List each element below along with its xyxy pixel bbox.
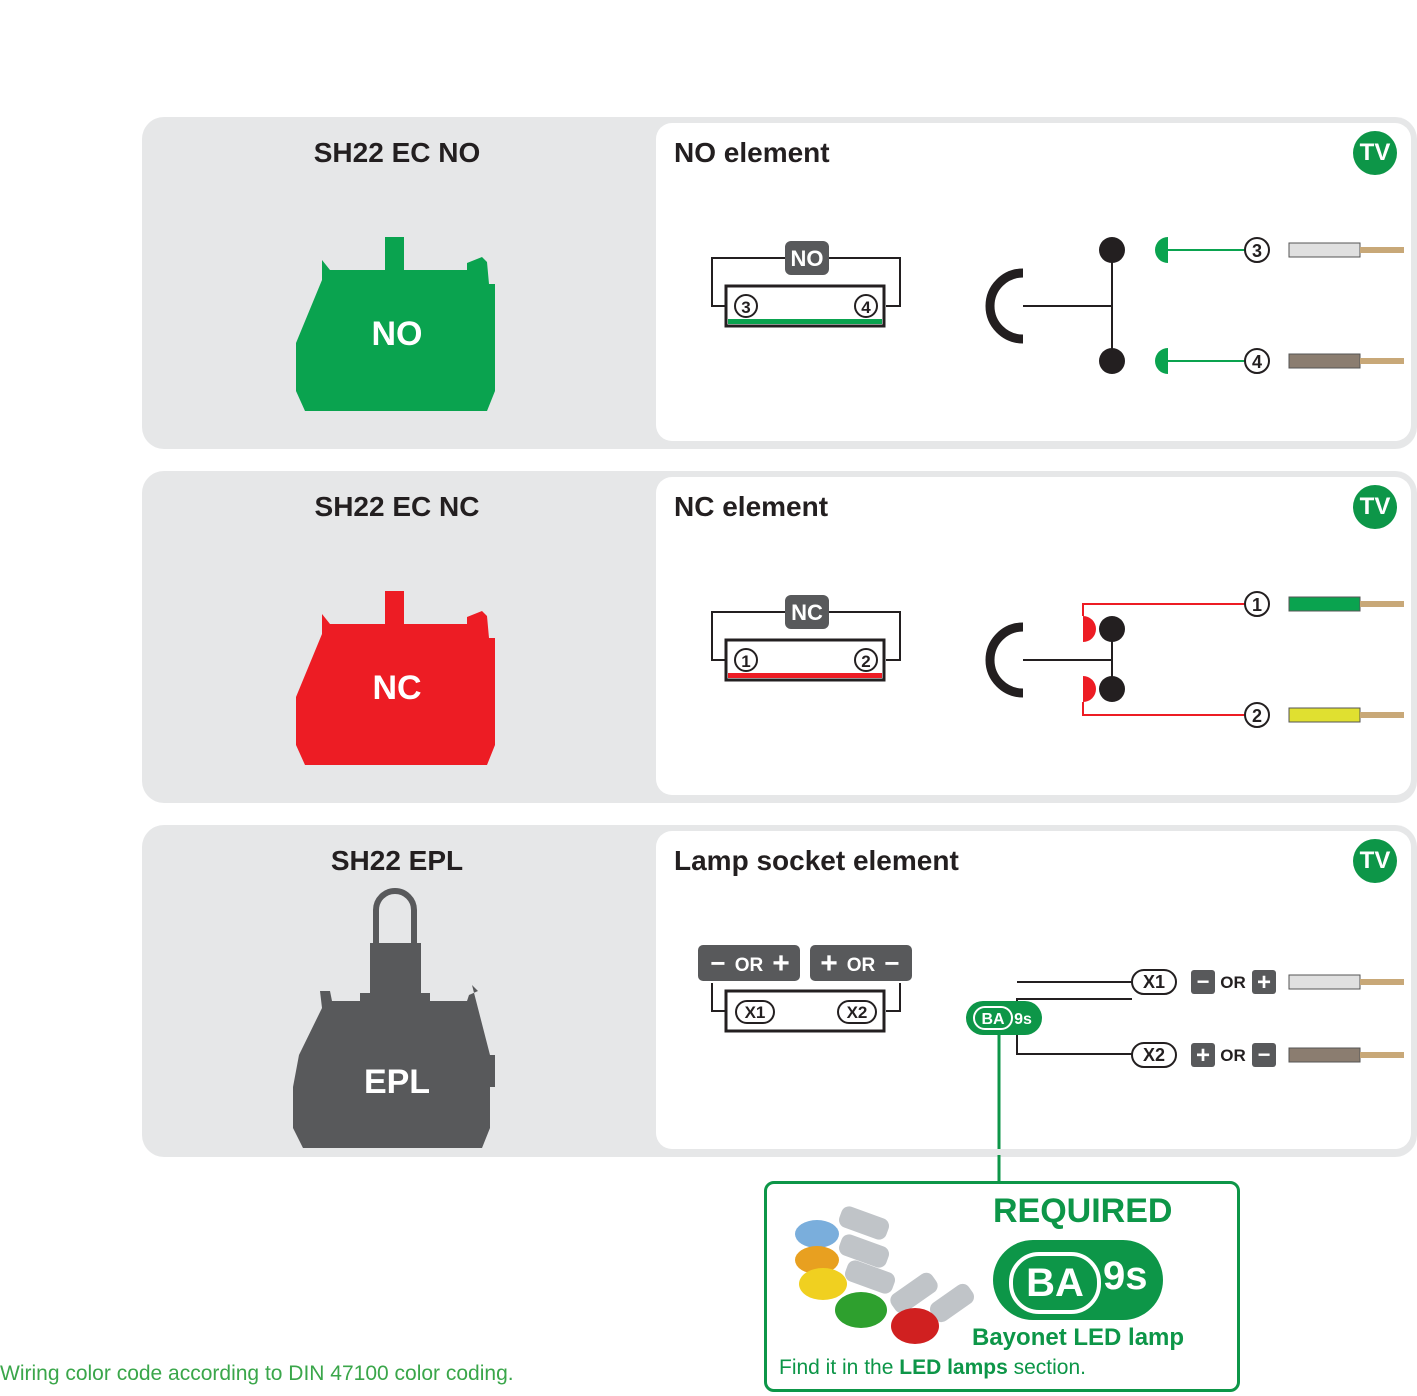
terminal-label: 3 [1252, 241, 1262, 261]
block-label: NO [791, 246, 824, 271]
panel-epl: SH22 EPL EPL Lamp socket element TV − OR… [142, 825, 1417, 1157]
svg-text:OR: OR [847, 955, 876, 976]
wire-icon [1288, 596, 1361, 612]
terminal-label: X2 [847, 1003, 868, 1022]
terminal-label: X1 [1143, 972, 1165, 992]
tv-badge: TV [1353, 131, 1397, 175]
terminal-label: X1 [745, 1003, 766, 1022]
wire-icon [1288, 974, 1361, 990]
svg-text:+: + [772, 947, 790, 980]
required-title: REQUIRED [993, 1192, 1173, 1230]
lamp-socket-block-icon [293, 888, 495, 1148]
product-title: SH22 EC NC [314, 491, 480, 522]
status-strip [728, 319, 882, 324]
block-label: NC [791, 600, 823, 625]
element-title: NC element [674, 491, 829, 522]
ba9s-logo: BA 9s [993, 1240, 1163, 1320]
svg-text:−: − [1258, 1042, 1271, 1067]
svg-text:BA: BA [981, 1011, 1005, 1028]
product-title: SH22 EC NO [313, 137, 481, 168]
element-title: NO element [674, 137, 830, 168]
shape-label: NC [372, 669, 422, 707]
svg-text:−: − [884, 948, 899, 978]
required-subtitle: Bayonet LED lamp [972, 1324, 1185, 1351]
svg-text:9s: 9s [1014, 1011, 1032, 1028]
tv-badge: TV [1353, 839, 1397, 883]
terminal-label: 1 [1252, 595, 1262, 615]
svg-text:OR: OR [1220, 973, 1246, 992]
product-title: SH22 EPL [330, 845, 464, 876]
element-title: Lamp socket element [674, 845, 959, 876]
terminal-label: 4 [861, 298, 871, 317]
panel-nc: SH22 EC NC NC NC element TV NC 1 2 [142, 471, 1417, 803]
led-lamps-image [795, 1206, 975, 1344]
polarity-badge [698, 945, 800, 981]
terminal-label: X2 [1143, 1045, 1165, 1065]
find-it-text: Find it in the LED lamps section. [779, 1356, 1086, 1379]
connector-line [997, 1155, 1001, 1183]
svg-text:−: − [710, 948, 725, 978]
wire-icon [1288, 242, 1361, 258]
no-contact-block-icon [296, 237, 495, 411]
status-strip [728, 673, 882, 678]
element-diagram: NO element TV NO 3 4 3 [656, 123, 1411, 441]
terminal-label: 2 [1252, 706, 1262, 726]
shape-label: NO [371, 315, 423, 353]
ba-label: BA [1009, 1252, 1101, 1314]
element-diagram: Lamp socket element TV − OR + + OR − X1 … [656, 831, 1411, 1149]
polarity-badge [810, 945, 912, 981]
nc-wiring-schematic: NC 1 2 1 2 [711, 591, 1404, 728]
element-diagram: NC element TV NC 1 2 1 2 [656, 477, 1411, 795]
wire-icon [1288, 353, 1361, 369]
svg-text:+: + [820, 947, 838, 980]
9s-label: 9s [1103, 1254, 1148, 1298]
terminal-label: 3 [741, 298, 750, 317]
wire-icon [1288, 707, 1361, 723]
no-wiring-schematic: NO 3 4 3 4 [711, 237, 1404, 374]
svg-text:OR: OR [735, 955, 764, 976]
svg-text:OR: OR [1220, 1046, 1246, 1065]
terminal-label: 4 [1252, 352, 1262, 372]
tv-badge: TV [1353, 485, 1397, 529]
footnote: Wiring color code according to DIN 47100… [0, 1362, 514, 1385]
shape-label: EPL [363, 1063, 431, 1101]
panel-no: SH22 EC NO NO NO element TV NO 3 4 [142, 117, 1417, 449]
nc-contact-block-icon [296, 591, 495, 765]
svg-text:+: + [1257, 969, 1271, 996]
ba9s-badge [966, 1001, 1042, 1035]
svg-text:+: + [1196, 1042, 1210, 1069]
terminal-label: 1 [741, 652, 750, 671]
terminal-label: 2 [861, 652, 870, 671]
wire-icon [1288, 1047, 1361, 1063]
led-lamps-section-link[interactable]: LED lamps [899, 1356, 1008, 1379]
required-lamp-box: REQUIRED BA 9s Bayonet LED lamp Find it … [764, 1181, 1240, 1392]
svg-text:−: − [1197, 969, 1210, 994]
lamp-wiring-schematic: − OR + + OR − X1 X2 BA 9s X1 X2 − [698, 945, 1404, 1149]
